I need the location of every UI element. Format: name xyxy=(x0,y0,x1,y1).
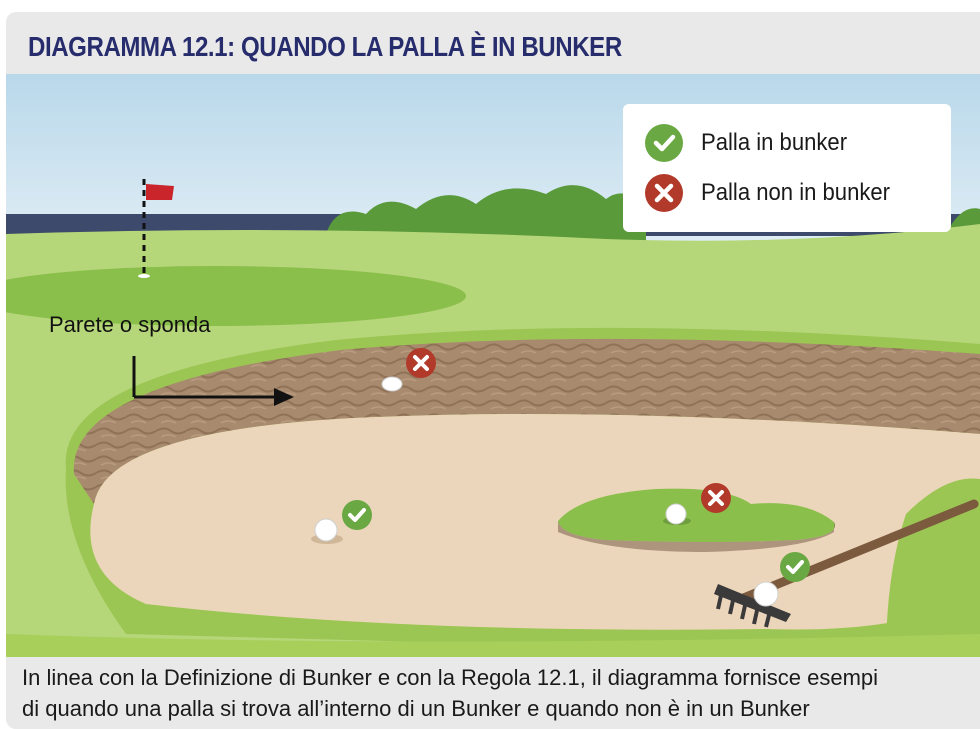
bunker-wall xyxy=(73,338,980,504)
cross-icon xyxy=(701,483,731,513)
check-icon xyxy=(342,500,372,530)
diagram-title: DIAGRAMMA 12.1: QUANDO LA PALLA È IN BUN… xyxy=(28,31,622,62)
wall-callout-arrow xyxy=(132,356,294,406)
legend-item-not-in-bunker: Palla non in bunker xyxy=(645,174,906,212)
legend-label-not-in-bunker: Palla non in bunker xyxy=(701,179,891,206)
ball-in-sand xyxy=(311,518,343,544)
caption-line-1: In linea con la Definizione di Bunker e … xyxy=(22,665,879,690)
diagram-card: DIAGRAMMA 12.1: QUANDO LA PALLA È IN BUN… xyxy=(6,12,980,729)
cross-icon xyxy=(406,348,436,378)
ball-on-island xyxy=(663,503,691,525)
ball-on-wall xyxy=(381,376,403,392)
ball-against-rake xyxy=(753,581,779,607)
putting-green xyxy=(6,266,466,326)
check-circle-icon xyxy=(645,124,683,162)
caption-line-2: di quando una palla si trova all’interno… xyxy=(22,696,810,721)
grass-island xyxy=(558,488,835,542)
check-icon xyxy=(780,552,810,582)
legend-box: Palla in bunker Palla non in bunker xyxy=(623,104,951,232)
diagram-caption: In linea con la Definizione di Bunker e … xyxy=(22,662,972,724)
wall-label: Parete o sponda xyxy=(49,312,211,337)
tree-line xyxy=(326,185,646,244)
legend-item-in-bunker: Palla in bunker xyxy=(645,124,860,162)
bunker-sand xyxy=(90,414,980,630)
x-circle-icon xyxy=(645,174,683,212)
legend-label-in-bunker: Palla in bunker xyxy=(701,129,848,156)
flag-icon xyxy=(146,184,174,200)
bunker-illustration xyxy=(6,74,980,657)
rake xyxy=(714,499,979,628)
